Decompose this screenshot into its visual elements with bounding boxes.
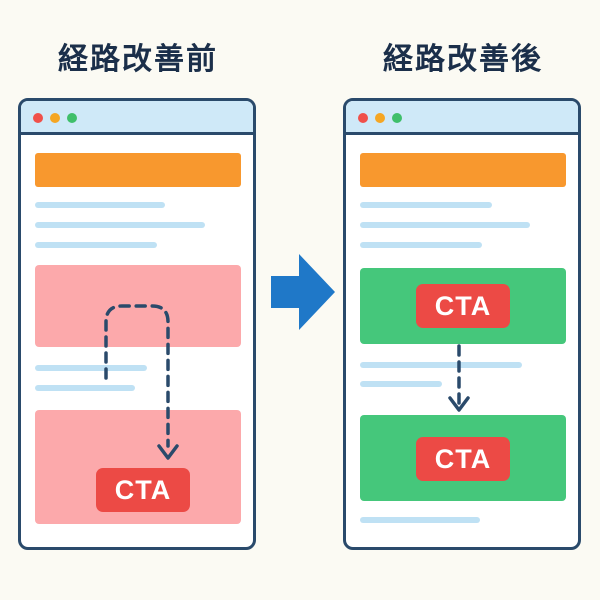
close-dot-icon	[33, 113, 43, 123]
close-dot-icon	[358, 113, 368, 123]
before-text-line	[35, 365, 147, 371]
before-cta-button[interactable]: CTA	[96, 468, 190, 512]
before-titlebar	[21, 101, 253, 135]
after-header-bar	[360, 153, 566, 187]
after-text-line	[360, 381, 442, 387]
after-text-line	[360, 222, 530, 228]
before-browser-window: CTA	[18, 98, 256, 550]
before-text-line	[35, 385, 135, 391]
after-heading: 経路改善後	[383, 42, 543, 77]
after-cta-button-top[interactable]: CTA	[416, 284, 510, 328]
after-text-line	[360, 202, 492, 208]
after-text-line	[360, 242, 482, 248]
after-text-line	[360, 517, 480, 523]
after-titlebar	[346, 101, 578, 135]
before-content-block-top	[35, 265, 241, 347]
maximize-dot-icon	[392, 113, 402, 123]
right-arrow-icon	[271, 254, 335, 330]
before-text-line	[35, 222, 205, 228]
minimize-dot-icon	[375, 113, 385, 123]
before-header-bar	[35, 153, 241, 187]
before-text-line	[35, 242, 157, 248]
after-text-line	[360, 362, 522, 368]
before-text-line	[35, 202, 165, 208]
before-heading: 経路改善前	[58, 42, 218, 77]
minimize-dot-icon	[50, 113, 60, 123]
maximize-dot-icon	[67, 113, 77, 123]
after-browser-window: CTA CTA	[343, 98, 581, 550]
after-cta-button-bottom[interactable]: CTA	[416, 437, 510, 481]
